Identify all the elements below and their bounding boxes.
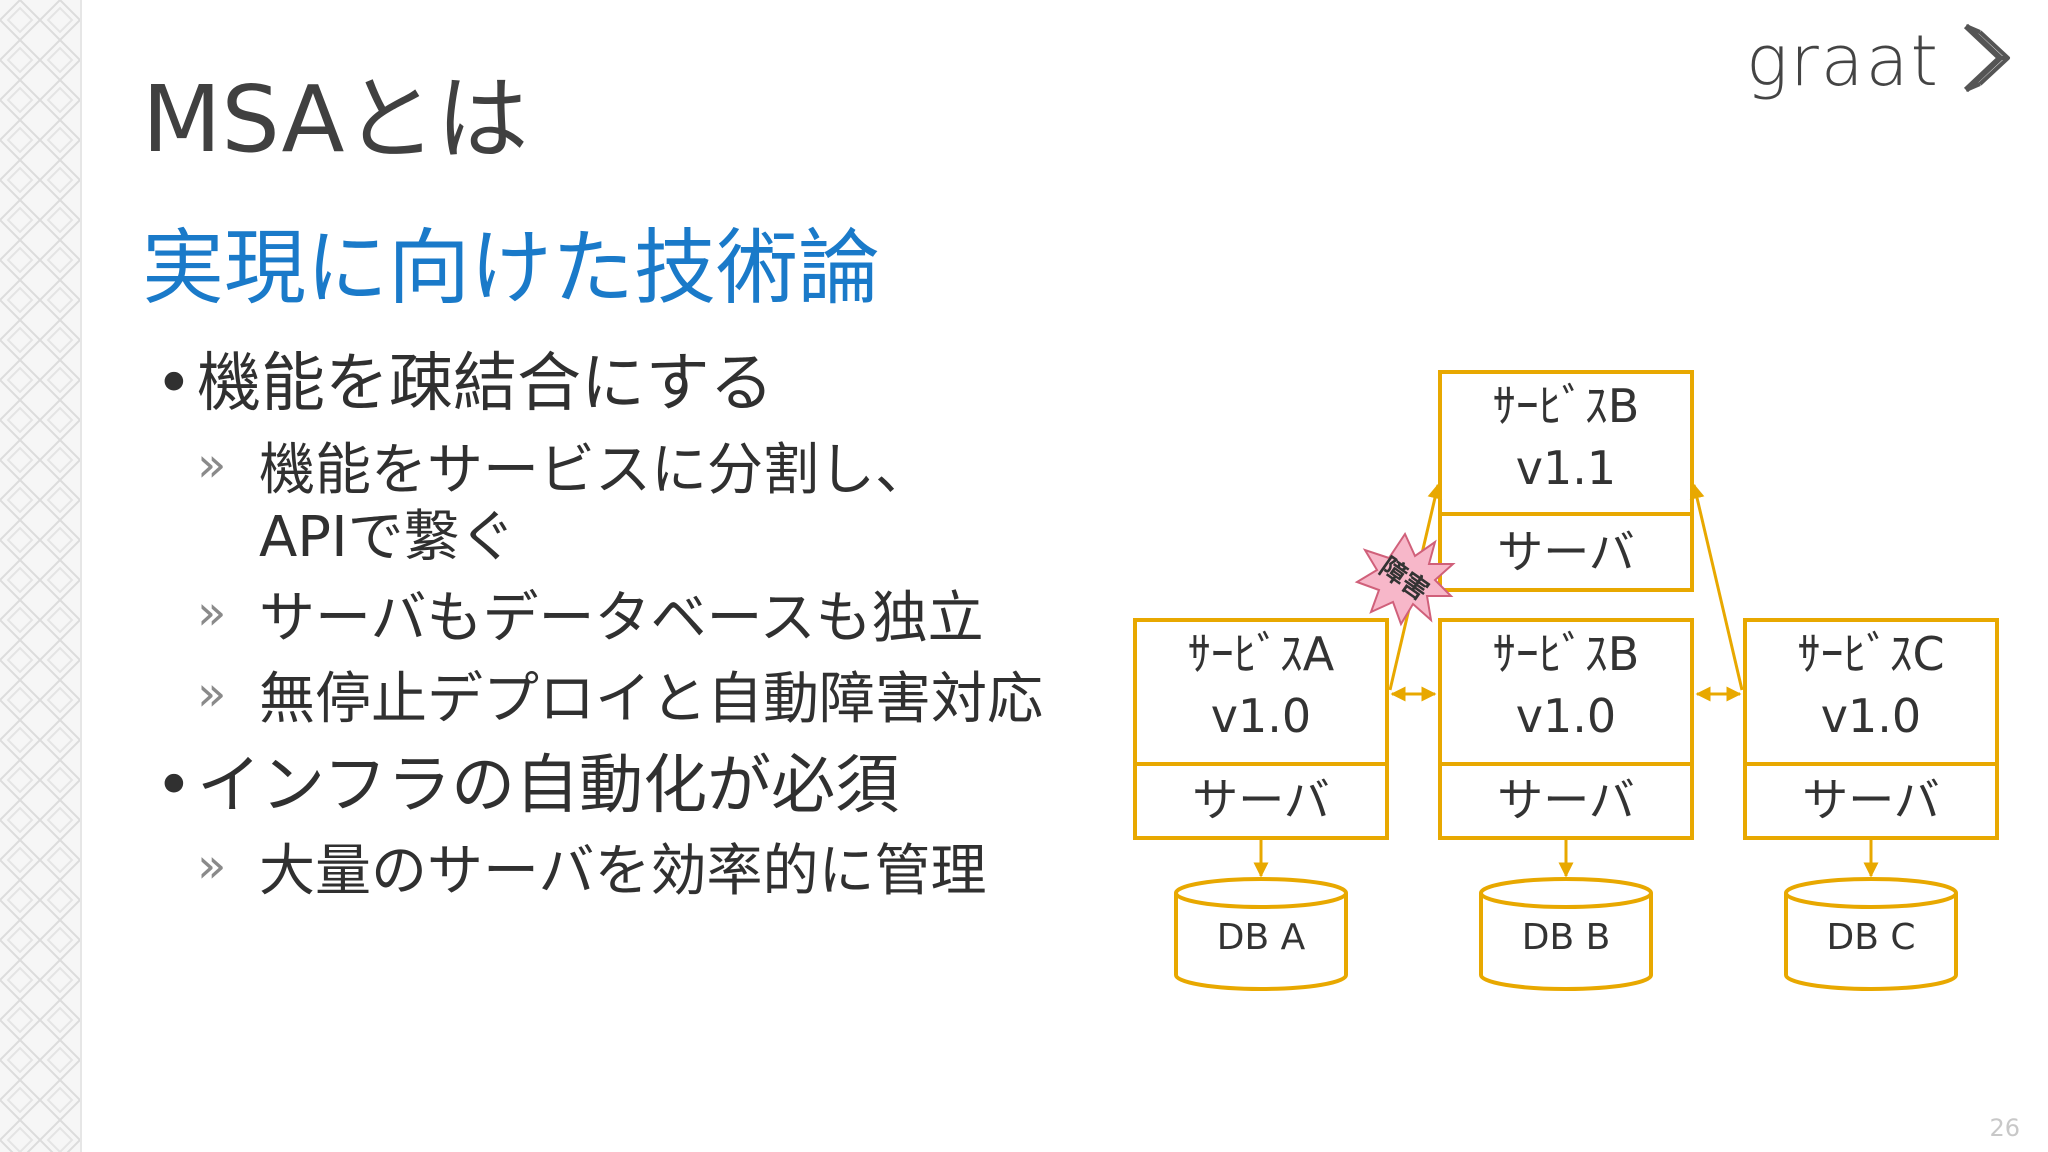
sub-bullet-text: 機能をサービスに分割し、 bbox=[259, 437, 931, 503]
database-c-cylinder: DB C bbox=[1784, 877, 1958, 991]
double-chevron-icon: » bbox=[197, 666, 227, 723]
double-chevron-icon: » bbox=[197, 838, 227, 895]
db-label: DB B bbox=[1522, 917, 1611, 958]
lattice-pattern-graphic bbox=[0, 0, 80, 1152]
graat-logo: graat bbox=[1746, 14, 2028, 102]
service-name: ｻｰﾋﾞｽC bbox=[1797, 627, 1944, 681]
db-label: DB A bbox=[1217, 917, 1306, 958]
sub-bullet-item: » 大量のサーバを効率的に管理 bbox=[185, 838, 1095, 905]
sub-bullet-text: 大量のサーバを効率的に管理 bbox=[259, 839, 987, 905]
service-version: v1.0 bbox=[1821, 689, 1921, 743]
service-version: v1.0 bbox=[1211, 689, 1311, 743]
server-label: サーバ bbox=[1497, 773, 1635, 827]
service-b-upgraded-box: ｻｰﾋﾞｽB v1.1 サーバ bbox=[1438, 370, 1694, 592]
service-version: v1.1 bbox=[1516, 441, 1616, 495]
double-chevron-icon: » bbox=[197, 436, 227, 493]
bullet-item: • 機能を疎結合にする bbox=[155, 346, 1095, 423]
database-b-cylinder: DB B bbox=[1479, 877, 1653, 991]
server-label: サーバ bbox=[1497, 525, 1635, 579]
bullet-item: • インフラの自動化が必須 bbox=[155, 748, 1095, 825]
service-name: ｻｰﾋﾞｽB bbox=[1493, 627, 1640, 681]
page-number: 26 bbox=[1989, 1114, 2020, 1142]
bullet-text: インフラの自動化が必須 bbox=[197, 748, 900, 823]
service-a-box: ｻｰﾋﾞｽA v1.0 サーバ bbox=[1133, 618, 1389, 840]
architecture-diagram: ｻｰﾋﾞｽB v1.1 サーバ ｻｰﾋﾞｽA v1.0 サーバ ｻｰﾋﾞｽB v… bbox=[1133, 370, 1999, 991]
sub-bullet-item: » 機能をサービスに分割し、 APIで繋ぐ bbox=[185, 437, 1095, 571]
sub-bullet-text: 無停止デプロイと自動障害対応 bbox=[259, 667, 1043, 733]
lattice-divider bbox=[80, 0, 82, 1152]
service-name: ｻｰﾋﾞｽB bbox=[1493, 379, 1640, 433]
decorative-lattice-pattern bbox=[0, 0, 80, 1152]
service-b-box: ｻｰﾋﾞｽB v1.0 サーバ bbox=[1438, 618, 1694, 840]
sub-bullet-item: » サーバもデータベースも独立 bbox=[185, 585, 1095, 652]
database-a-cylinder: DB A bbox=[1174, 877, 1348, 991]
slide-title: MSAとは bbox=[142, 66, 529, 173]
bullet-list: • 機能を疎結合にする » 機能をサービスに分割し、 APIで繋ぐ » サーバも… bbox=[155, 346, 1095, 920]
bullet-text: 機能を疎結合にする bbox=[197, 347, 774, 421]
logo-chevron-icon bbox=[1963, 23, 2010, 93]
slide-subtitle: 実現に向けた技術論 bbox=[142, 221, 881, 316]
db-label: DB C bbox=[1827, 917, 1916, 958]
fault-burst-icon: 障害 bbox=[1354, 531, 1456, 627]
logo-text: graat bbox=[1745, 20, 1940, 102]
sub-bullet-text: APIで繋ぐ bbox=[259, 504, 516, 570]
sub-bullet-item: » 無停止デプロイと自動障害対応 bbox=[185, 666, 1095, 733]
service-name: ｻｰﾋﾞｽA bbox=[1188, 627, 1335, 681]
bullet-dot-icon: • bbox=[155, 347, 193, 421]
server-label: サーバ bbox=[1802, 773, 1940, 827]
server-label: サーバ bbox=[1192, 773, 1330, 827]
double-chevron-icon: » bbox=[197, 585, 227, 642]
sub-bullet-text: サーバもデータベースも独立 bbox=[259, 586, 984, 652]
service-version: v1.0 bbox=[1516, 689, 1616, 743]
service-c-box: ｻｰﾋﾞｽC v1.0 サーバ bbox=[1743, 618, 1999, 840]
bullet-dot-icon: • bbox=[155, 748, 193, 823]
link-arrow-c-b-upgraded bbox=[1689, 483, 1744, 691]
